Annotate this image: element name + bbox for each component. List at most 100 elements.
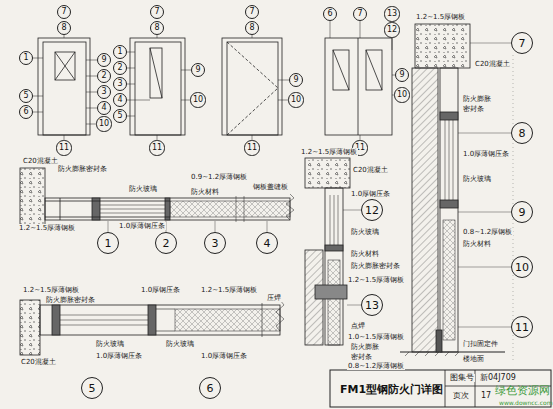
callout-number: 8 — [245, 21, 259, 35]
callout-number: 3 — [113, 77, 127, 91]
callout-text: 11 — [152, 144, 162, 152]
callout-text: 1 — [105, 238, 112, 249]
annotation: 防火材料 — [350, 250, 380, 258]
annotation: 防火膨胀密封条 — [57, 165, 108, 173]
callout-number: 11 — [149, 140, 164, 155]
callout-number: 11 — [244, 140, 259, 155]
annotation: 防火膨胀 — [350, 343, 380, 351]
annotation: 1.2~1.5厚薄钢板 — [200, 286, 258, 294]
callout-text: 8 — [154, 24, 159, 32]
callout-number: 9 — [289, 73, 303, 87]
callout-number: 7 — [245, 5, 259, 19]
callout-text: 13 — [365, 300, 379, 311]
title-block-cell: 17 — [480, 392, 492, 400]
annotation: 密封条 — [350, 353, 373, 361]
detail-index-circle: 12 — [361, 199, 383, 221]
annotation: 防火材料 — [462, 240, 492, 248]
callout-text: 13 — [387, 10, 397, 18]
annotation: 1.0厚钢压条 — [350, 190, 391, 198]
callout-text: 9 — [519, 207, 526, 218]
callout-text: 7 — [154, 8, 159, 16]
annotation: 1.0厚薄钢压条 — [200, 352, 248, 360]
annotation: 1.0厚薄钢压条 — [462, 150, 510, 158]
callout-number: 4 — [97, 101, 111, 115]
callout-text: 11 — [515, 322, 529, 333]
annotation: C20混凝土 — [474, 60, 511, 68]
annotation: 1.2~1.5厚薄钢板 — [347, 276, 405, 284]
watermark: www.downcc.com — [498, 399, 553, 407]
callout-number: 4 — [113, 93, 127, 107]
annotation: 1.2~1.5厚薄钢板 — [22, 286, 80, 294]
annotation: 1.0厚薄钢压条 — [95, 352, 143, 360]
callout-number: 6 — [19, 105, 33, 119]
annotation: 防火玻璃 — [95, 340, 125, 348]
callout-number: 10 — [288, 92, 303, 107]
callout-number: 6 — [323, 7, 337, 21]
callout-text: 5 — [89, 383, 96, 394]
drawing-title: FM1型钢防火门详图 — [340, 382, 443, 397]
callout-number: 1 — [113, 45, 127, 59]
annotation: 0.8~1.2厚薄钢板 — [347, 362, 405, 370]
callout-text: 6 — [23, 108, 28, 116]
callout-text: 1 — [117, 48, 122, 56]
callout-number: 11 — [56, 140, 71, 155]
callout-text: 11 — [59, 144, 69, 152]
callout-text: 10 — [397, 91, 407, 99]
callout-text: 3 — [212, 238, 219, 249]
callout-number: 3 — [97, 85, 111, 99]
callout-number: 10 — [190, 92, 205, 107]
annotation: 防火玻璃 — [128, 185, 158, 193]
callout-text: 10 — [515, 262, 529, 273]
callout-number: 13 — [384, 6, 399, 21]
callout-text: 4 — [264, 238, 271, 249]
callout-number: 10 — [394, 87, 409, 102]
callout-text: 2 — [117, 64, 122, 72]
callout-number: 5 — [113, 109, 127, 123]
annotation: 1.0~1.5厚薄钢板 — [347, 333, 405, 341]
callout-text: 12 — [387, 26, 397, 34]
callout-text: 12 — [365, 205, 379, 216]
title-block-cell: 新04J709 — [479, 374, 517, 382]
callout-text: 2 — [101, 72, 106, 80]
annotation: 1.0厚钢压条 — [140, 286, 181, 294]
callout-text: 3 — [101, 88, 106, 96]
callout-number: 9 — [395, 68, 409, 82]
title-block-cell: 页次 — [452, 392, 470, 400]
callout-number: 2 — [113, 61, 127, 75]
callout-text: 2 — [163, 238, 170, 249]
annotation: 防火玻璃 — [350, 228, 380, 236]
callout-text: 9 — [195, 66, 200, 74]
callout-number: 9 — [191, 63, 205, 77]
callout-text: 10 — [291, 96, 301, 104]
annotation: 1.0厚薄钢压条 — [118, 222, 166, 230]
callout-text: 10 — [193, 96, 203, 104]
callout-number: 2 — [97, 69, 111, 83]
annotation: C20混凝土 — [22, 157, 59, 165]
annotation: 防火膨胀 — [462, 95, 492, 103]
callout-text: 9 — [101, 56, 106, 64]
callout-number: 7 — [150, 5, 164, 19]
callout-text: 6 — [207, 383, 214, 394]
callout-text: 3 — [117, 80, 122, 88]
detail-index-circle: 9 — [511, 201, 533, 223]
callout-number: 7 — [57, 5, 71, 19]
annotation: 钢板盖缝板 — [252, 183, 289, 191]
annotation: 1.2~1.5厚薄钢板 — [18, 224, 76, 232]
callout-text: 7 — [61, 8, 66, 16]
detail-index-circle: 4 — [256, 232, 278, 254]
callout-text: 8 — [249, 24, 254, 32]
callout-text: 9 — [293, 76, 298, 84]
callout-text: 1 — [23, 54, 28, 62]
detail-index-circle: 6 — [199, 377, 221, 399]
callout-text: 7 — [519, 38, 526, 49]
callout-number: 8 — [57, 21, 71, 35]
detail-index-circle: 11 — [511, 316, 533, 338]
annotation: 0.8~1.2厚钢板 — [462, 228, 513, 236]
annotation: 防火材料 — [190, 188, 220, 196]
annotation: 1.2~1.5厚薄钢板 — [300, 148, 358, 156]
annotation: 防火玻璃 — [462, 175, 492, 183]
detail-index-circle: 13 — [361, 294, 383, 316]
detail-index-circle: 8 — [511, 122, 533, 144]
callout-text: 11 — [247, 144, 257, 152]
detail-index-circle: 1 — [97, 232, 119, 254]
